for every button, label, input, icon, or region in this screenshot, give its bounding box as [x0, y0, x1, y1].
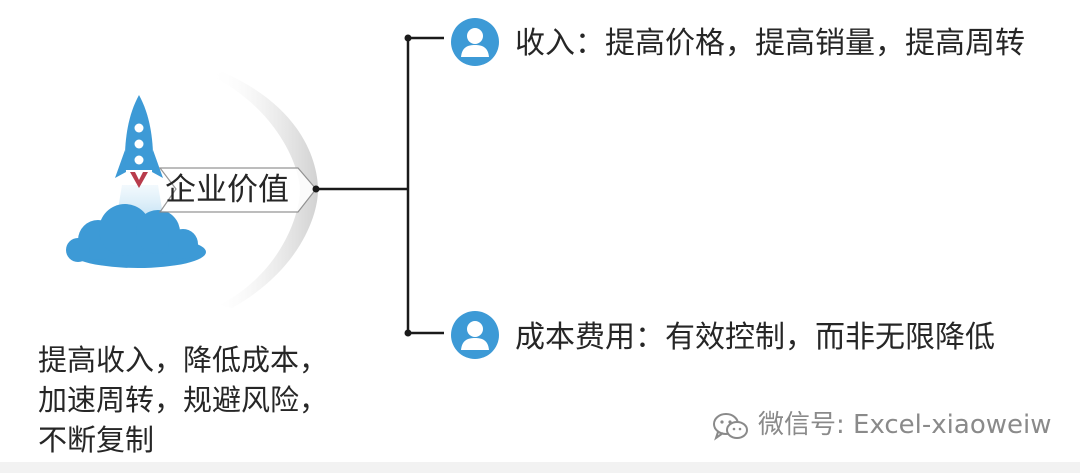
root-node-shape	[158, 167, 317, 213]
summary-line: 加速周转，规避风险，	[38, 383, 329, 417]
person-icon	[451, 311, 499, 359]
decorative-arc	[210, 72, 318, 308]
summary-text: 提高收入，降低成本， 加速周转，规避风险， 不断复制	[38, 340, 368, 460]
summary-line: 提高收入，降低成本，	[38, 343, 329, 377]
connector-dot	[312, 185, 320, 193]
connector-dot	[404, 329, 412, 337]
rocket-illustration	[66, 95, 206, 268]
summary-line: 不断复制	[38, 423, 155, 457]
bottom-divider	[0, 462, 1080, 473]
watermark-text: 微信号: Excel-xiaoweiw	[758, 410, 1052, 440]
root-node-label: 企业价值	[165, 172, 289, 208]
person-icon	[451, 18, 499, 66]
branch-label-cost: 成本费用：有效控制，而非无限降低	[515, 320, 995, 355]
connector-lines	[316, 36, 444, 335]
connector-dot	[404, 34, 412, 42]
wechat-icon	[713, 413, 748, 441]
branch-label-revenue: 收入：提高价格，提高销量，提高周转	[515, 26, 1025, 61]
